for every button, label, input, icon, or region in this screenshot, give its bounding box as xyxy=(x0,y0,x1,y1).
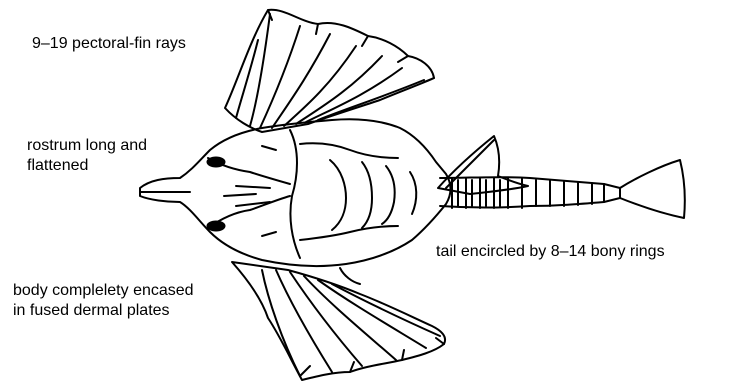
upper-pectoral-fin xyxy=(225,10,434,132)
pectoral-rays-label: 9–19 pectoral-fin rays xyxy=(32,34,186,54)
body-label-line2: in fused dermal plates xyxy=(13,301,170,321)
lower-pectoral-fin xyxy=(232,262,445,380)
tail-rings xyxy=(440,160,685,218)
body-outline xyxy=(140,119,451,284)
rostrum-label-line2: flattened xyxy=(27,156,88,176)
tail-label: tail encircled by 8–14 bony rings xyxy=(436,242,665,262)
rostrum-label-line1: rostrum long and xyxy=(27,136,147,156)
body-label-line1: body complelety encased xyxy=(13,281,194,301)
